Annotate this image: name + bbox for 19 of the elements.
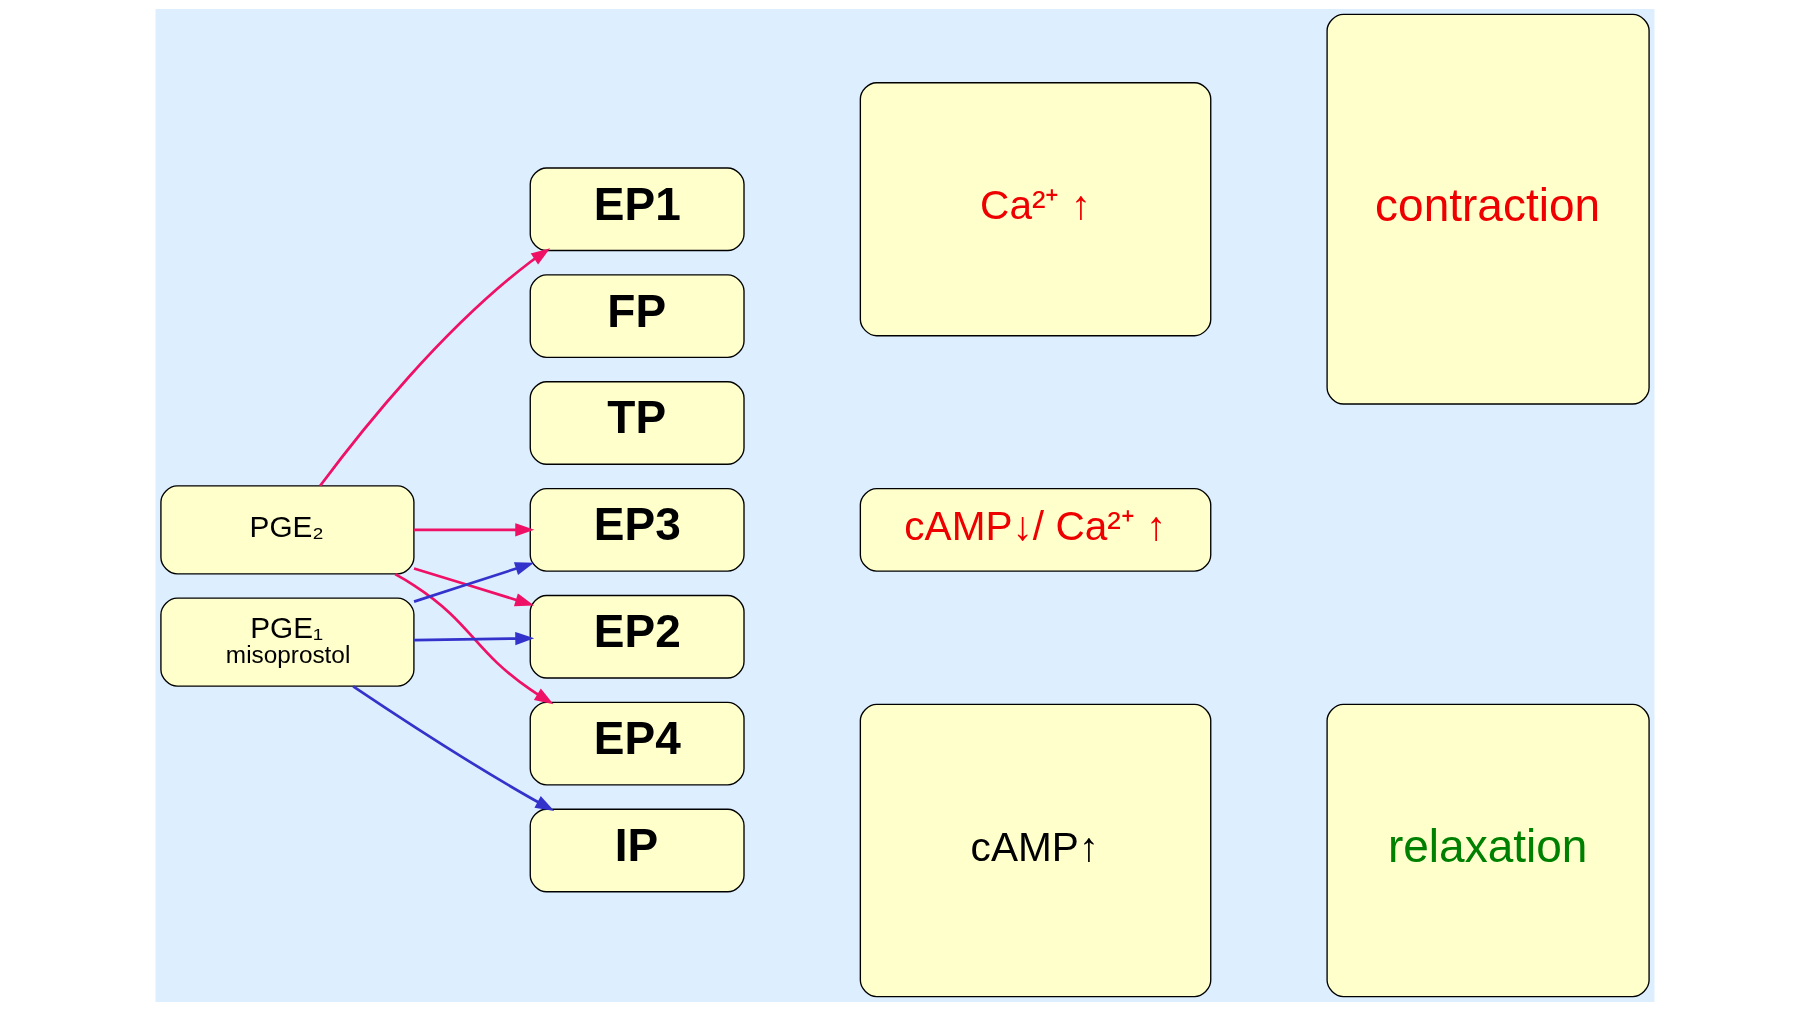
node-box: cAMP↓/ Ca²⁺ ↑ (859, 487, 1212, 572)
node-box: IP (529, 808, 745, 892)
node-box: contraction (1326, 13, 1650, 405)
node-box: EP3 (529, 487, 745, 572)
node-box: TP (529, 380, 745, 465)
arrow (414, 631, 535, 645)
node-box: PGE₁ misoprostol (160, 597, 415, 687)
node-box: EP4 (529, 701, 745, 786)
node-box: relaxation (1326, 703, 1650, 997)
node-box: EP2 (529, 594, 745, 679)
node-box: PGE₂ (160, 484, 415, 574)
arrow (319, 247, 551, 487)
node-box: EP1 (529, 166, 745, 251)
node-box: cAMP↑ (859, 703, 1212, 997)
node-box: FP (529, 273, 745, 358)
node-box: Ca²⁺ ↑ (859, 81, 1212, 336)
arrow (352, 684, 555, 811)
arrow (394, 572, 554, 704)
arrow (414, 522, 535, 536)
